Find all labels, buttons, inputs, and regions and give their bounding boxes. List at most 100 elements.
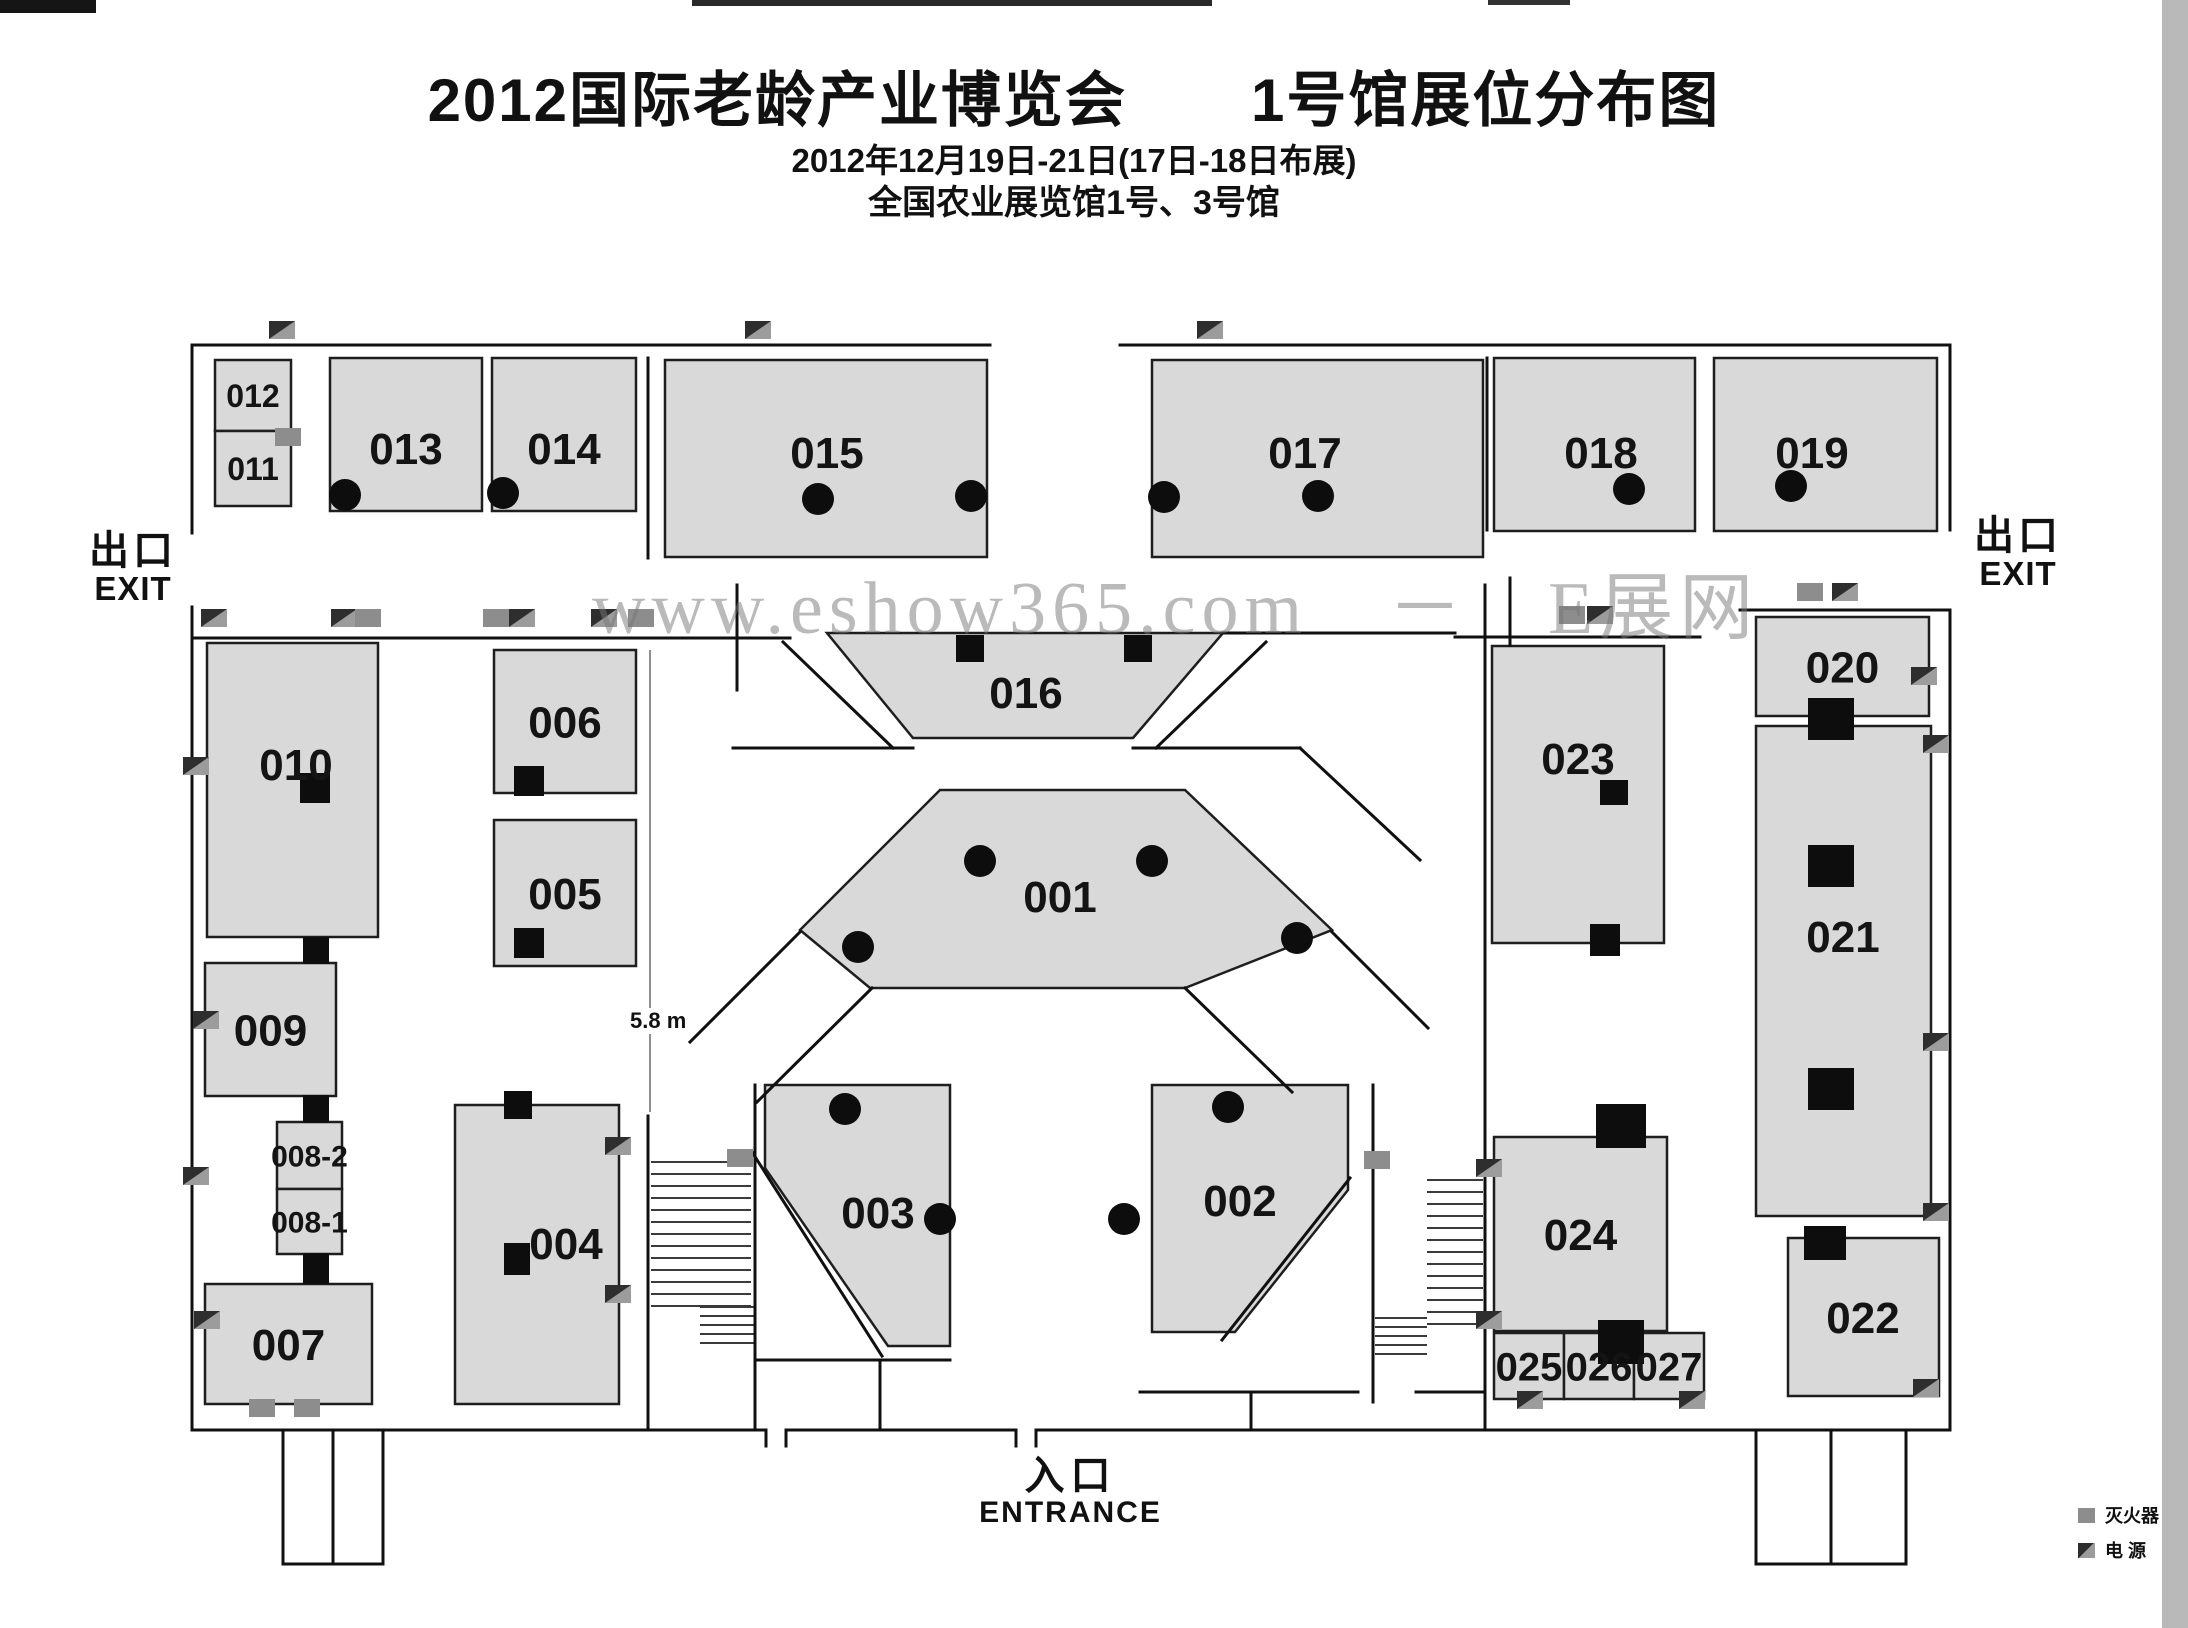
booth-002 [1150,1083,1350,1334]
fire-extinguisher-icon [2078,1507,2095,1523]
booth-003 [763,1083,952,1348]
column-block [1124,635,1152,662]
column-block [504,1243,530,1275]
pillar-dot [1148,481,1180,513]
fire-extinguisher-marker [355,609,381,627]
subtitle-venue: 全国农业展览馆1号、3号馆 [868,184,1280,222]
exit-left-cn: 出口 [89,529,177,573]
booth-label-009: 009 [234,1006,307,1055]
power-marker-triangle [605,1137,631,1155]
fire-extinguisher-marker [294,1399,320,1417]
booth-label-013: 013 [369,425,442,474]
booth-label-018: 018 [1564,429,1637,478]
column-block [303,937,329,964]
fire-extinguisher-marker [628,609,654,627]
booth-label-002: 002 [1203,1177,1276,1226]
pillar-dot [924,1203,956,1235]
power-marker-triangle [194,1311,220,1329]
booth-label-012: 012 [226,378,279,414]
power-marker-triangle [1679,1391,1705,1409]
wall [780,639,896,751]
booth-label-020: 020 [1806,643,1879,692]
power-marker-triangle [1476,1311,1502,1329]
column-block [1600,780,1628,805]
pillar-dot [1302,480,1334,512]
pillar-dot [329,479,361,511]
fire-extinguisher-marker [249,1399,275,1417]
column-block [303,1253,329,1284]
booth-label-024: 024 [1544,1211,1618,1260]
booth-018 [1492,356,1697,533]
power-marker-triangle [193,1011,219,1029]
fire-extinguisher-marker [483,609,509,627]
booth-label-011: 011 [227,451,279,487]
legend: 灭火器 电 源 [2078,1502,2159,1572]
exit-right-cn: 出口 [1974,514,2062,558]
power-marker-triangle [183,1167,209,1185]
booth-label-003: 003 [841,1189,914,1238]
power-marker-triangle [1923,1203,1949,1221]
booth-022 [1786,1236,1941,1398]
booth-label-008-1: 008-1 [271,1206,348,1239]
exit-left: 出口 EXIT [78,530,188,607]
pillar-dot [1281,922,1313,954]
column-block [504,1091,532,1119]
power-marker-triangle [1923,735,1949,753]
column-block [1598,1320,1644,1364]
power-icon [2078,1542,2095,1558]
page-title: 2012国际老龄产业博览会 1号馆展位分布图 [427,67,1721,134]
fire-extinguisher-marker [1559,606,1585,624]
entrance-en: ENTRANCE [979,1496,1162,1529]
legend-label-power: 电 源 [2105,1541,2147,1561]
legend-row-fire: 灭火器 [2078,1502,2159,1528]
pillar-dot [842,931,874,963]
entrance: 入口 ENTRANCE [958,1455,1183,1529]
fire-extinguisher-marker [727,1149,753,1167]
booth-009 [203,961,338,1098]
wall [1297,745,1423,863]
subtitle-dates: 2012年12月19日-21日(17日-18日布展) [791,142,1357,179]
booth-label-010: 010 [259,741,332,790]
column-block [1808,845,1854,887]
power-marker-triangle [509,609,535,627]
booth-label-025: 025 [1496,1345,1563,1389]
power-marker-triangle [745,321,771,339]
booth-label-006: 006 [528,698,601,747]
wall [1182,985,1295,1095]
booth-008-1 [275,1187,344,1256]
booth-008-2 [275,1120,344,1191]
exit-right: 出口 EXIT [1958,515,2078,592]
booth-024 [1492,1135,1669,1333]
fire-extinguisher-marker [275,428,301,446]
booth-label-015: 015 [790,429,863,478]
column-block [1808,698,1854,740]
power-marker-triangle [1197,321,1223,339]
booth-label-027: 027 [1636,1345,1703,1389]
pillar-dot [1136,845,1168,877]
column-block [300,773,330,803]
fire-extinguisher-marker [1364,1151,1390,1169]
booth-012 [213,358,293,433]
entrance-cn: 入口 [1024,1454,1117,1498]
pillar-dot [487,477,519,509]
power-marker-triangle [1911,667,1937,685]
booth-021 [1754,724,1933,1218]
pillar-dot [1108,1203,1140,1235]
wall [749,1149,885,1359]
column-block [1596,1104,1646,1148]
booth-label-019: 019 [1775,429,1848,478]
booth-label-017: 017 [1268,429,1341,478]
power-marker-triangle [1913,1379,1939,1397]
booth-label-001: 001 [1023,873,1096,922]
booth-label-004: 004 [529,1220,603,1269]
pillar-dot [1613,473,1645,505]
wall [754,985,875,1105]
booth-label-023: 023 [1541,735,1614,784]
wall [687,929,803,1045]
power-marker-triangle [605,1285,631,1303]
pillar-dot [955,480,987,512]
power-marker-triangle [1476,1159,1502,1177]
column-block [1590,924,1620,956]
column-block [303,1095,329,1123]
booth-004 [453,1103,621,1406]
